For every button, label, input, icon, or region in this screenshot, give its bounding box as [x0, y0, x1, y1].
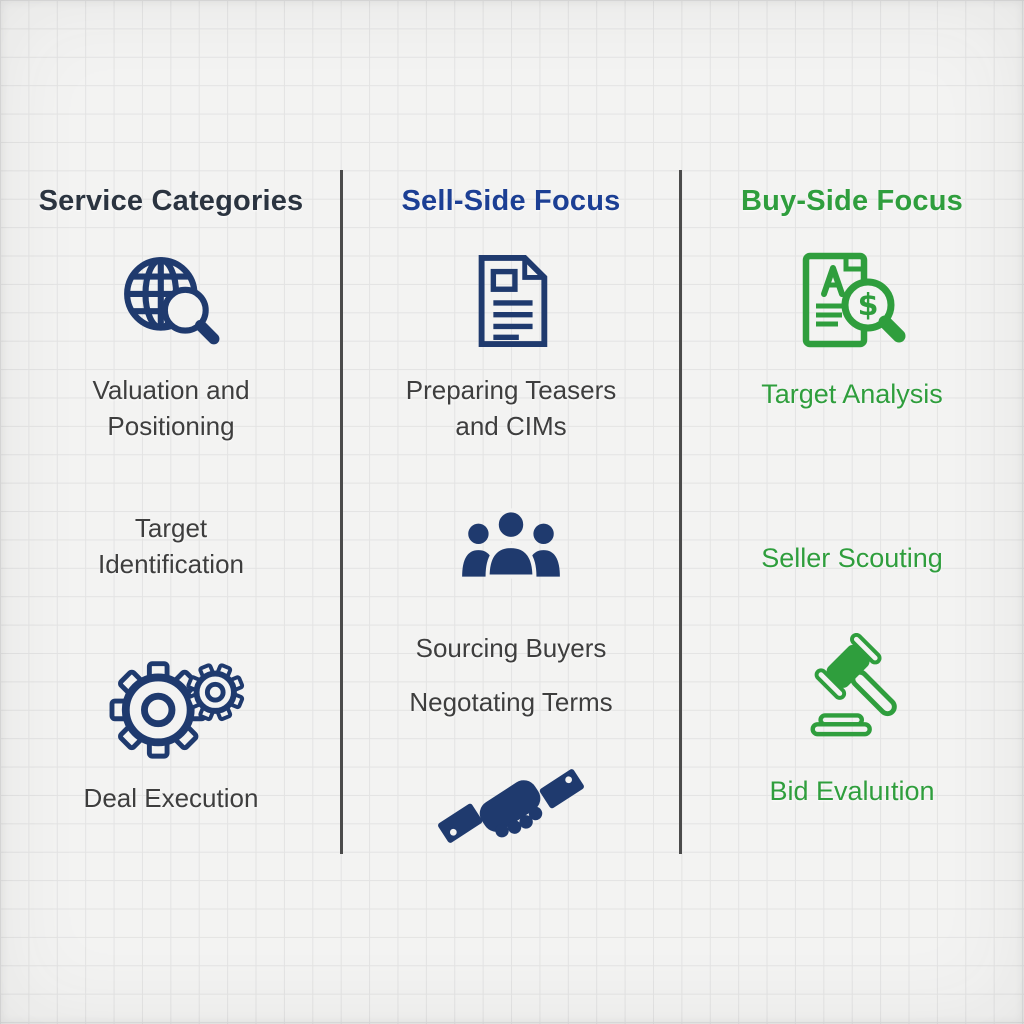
label-bid-evaluation: Bid Evaluıtion	[680, 773, 1024, 809]
label-target-identification: Target Identification	[0, 510, 342, 582]
handshake-icon	[436, 758, 586, 854]
gears-icon	[95, 645, 247, 763]
document-icon	[465, 252, 557, 350]
label-line: Target Analysis	[761, 379, 943, 409]
people-group-icon	[455, 505, 567, 583]
label-line: Negotating Terms	[409, 687, 613, 717]
label-line: Preparing Teasers	[405, 375, 617, 405]
label-line: Valuation and	[92, 375, 250, 405]
label-line: Deal Execution	[83, 783, 259, 813]
column-buy-side-focus: Buy-Side Focus $ Target Analysis	[680, 0, 1024, 1024]
gavel-icon	[796, 632, 908, 741]
header-buy-side-focus: Buy-Side Focus	[741, 185, 963, 217]
label-line: Target	[134, 513, 208, 543]
label-line: Identification	[98, 549, 244, 579]
document-search-dollar-icon: $	[793, 248, 911, 354]
svg-text:$: $	[858, 288, 879, 323]
label-line: and CIMs	[455, 411, 567, 441]
label-line: Bid Evaluıtion	[769, 776, 935, 806]
label-negotating-terms: Negotating Terms	[342, 684, 680, 720]
label-target-analysis: Target Analysis	[680, 376, 1024, 412]
label-line: Sourcing Buyers	[415, 633, 607, 663]
column-divider-2	[679, 170, 682, 854]
column-sell-side-focus: Sell-Side Focus Preparing Teasers	[342, 0, 680, 1024]
label-seller-scouting: Seller Scouting	[680, 540, 1024, 576]
column-service-categories: Service Categories Valuation and Positio…	[0, 0, 342, 1024]
label-line: Seller Scouting	[761, 543, 943, 573]
label-preparing-teasers-cims: Preparing Teasers and CIMs	[342, 372, 680, 444]
label-deal-execution: Deal Execution	[0, 780, 342, 816]
column-divider-1	[340, 170, 343, 854]
label-valuation-positioning: Valuation and Positioning	[0, 372, 342, 444]
header-service-categories: Service Categories	[38, 185, 304, 217]
globe-search-icon	[114, 248, 228, 350]
header-sell-side-focus: Sell-Side Focus	[401, 185, 621, 217]
label-sourcing-buyers: Sourcing Buyers	[342, 630, 680, 666]
label-line: Positioning	[107, 411, 235, 441]
